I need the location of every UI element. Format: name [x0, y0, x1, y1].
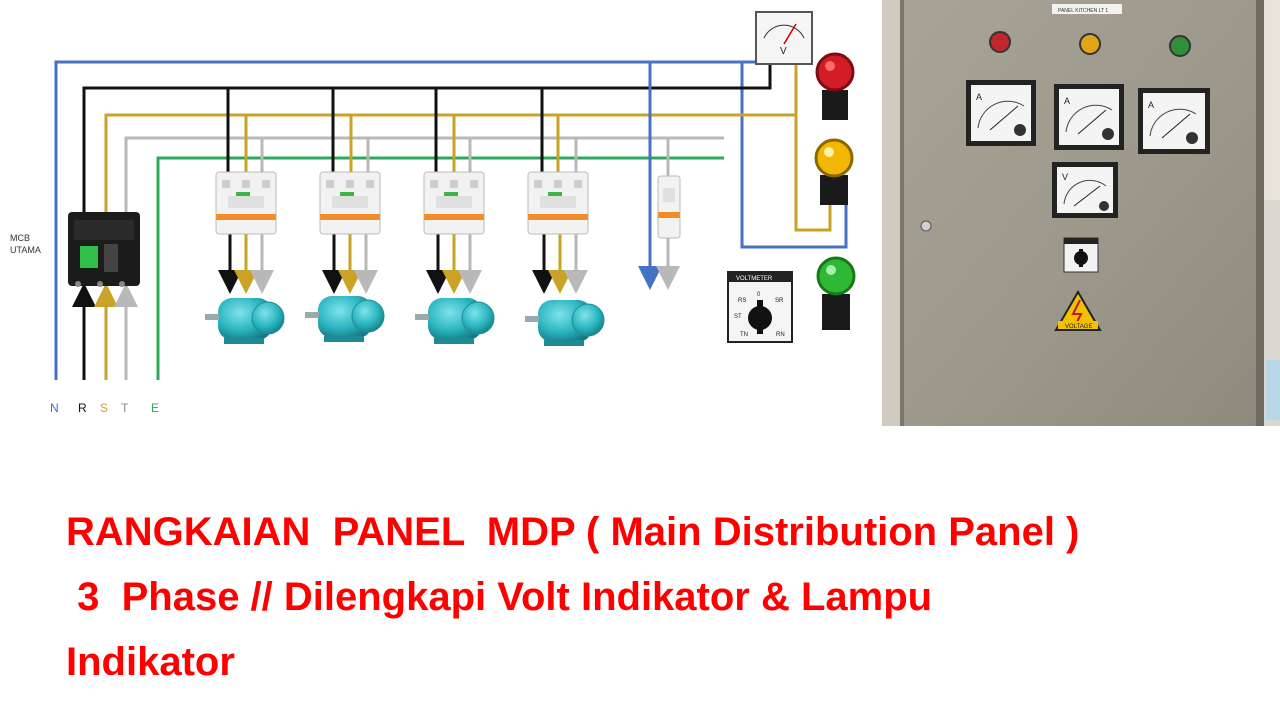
phase-label-t: T: [121, 401, 129, 415]
photo-yellow-lamp: [1079, 33, 1101, 55]
phase-r-bus-line: [82, 62, 772, 215]
photo-ammeter-2: A: [1054, 84, 1124, 150]
indicator-lamp-wire: [794, 115, 832, 232]
mcb-label-line1: MCB: [10, 233, 30, 243]
branch-4: [525, 88, 605, 346]
phase-s-bus-line: [104, 62, 798, 215]
mcb-1pole: [657, 175, 681, 239]
wiring-diagram: MCB UTAMA: [10, 11, 856, 415]
selector-pos-rn: RN: [776, 332, 785, 338]
panel-tag-text: PANEL KITCHEN LT 1: [1058, 8, 1108, 14]
warning-sign-text: VOLTAGE: [1065, 324, 1092, 330]
mcb-3pole-4: [527, 171, 589, 235]
main-mcb: [68, 212, 140, 287]
panel-photo: PANEL KITCHEN LT 1 A A A V: [882, 0, 1280, 426]
voltmeter-letter: V: [780, 46, 787, 57]
analog-voltmeter: V: [755, 11, 813, 65]
green-indicator-lamp: [816, 256, 856, 330]
phase-label-n: N: [50, 401, 59, 415]
ammeter-2-letter: A: [1064, 96, 1070, 106]
selector-pos-0: 0: [757, 292, 761, 298]
ammeter-3-letter: A: [1148, 100, 1154, 110]
mcb-3pole-1: [215, 171, 277, 235]
motor-3: [415, 298, 495, 344]
motor-4: [525, 300, 605, 346]
warning-sign: VOLTAGE: [1054, 290, 1102, 331]
phase-label-s: S: [100, 401, 108, 415]
branch-3: [415, 88, 495, 344]
phase-t-bus-line: [124, 136, 724, 215]
title-line-2: 3 Phase // Dilengkapi Volt Indikator & L…: [66, 575, 933, 619]
photo-voltmeter: V: [1052, 162, 1118, 218]
selector-pos-sr: SR: [775, 298, 784, 304]
door-lock: [920, 220, 932, 232]
ammeter-1-letter: A: [976, 92, 982, 102]
selector-pos-st: ST: [734, 314, 742, 320]
earth-bus-line: [156, 156, 724, 380]
branch-1: [205, 88, 285, 344]
branch-single-pole: [638, 62, 681, 290]
title-line-1: RANGKAIAN PANEL MDP ( Main Distribution …: [66, 510, 1080, 554]
title-line-3: Indikator: [66, 640, 235, 684]
photo-red-lamp: [989, 31, 1011, 53]
motor-2: [305, 296, 385, 342]
photo-voltmeter-letter: V: [1062, 172, 1068, 182]
panel-tag: [1052, 4, 1122, 14]
branch-2: [305, 88, 385, 342]
motor-1: [205, 298, 285, 344]
mcb-3pole-3: [423, 171, 485, 235]
photo-selector-switch: [1063, 237, 1099, 273]
phase-label-r: R: [78, 401, 87, 415]
mcb-3pole-2: [319, 171, 381, 235]
selector-pos-tn: TN: [740, 332, 748, 338]
photo-green-lamp: [1169, 35, 1191, 57]
photo-ammeter-1: A: [966, 80, 1036, 146]
bus-lines: [54, 60, 848, 380]
yellow-indicator-lamp: [814, 138, 854, 205]
selector-pos-rs: RS: [738, 298, 746, 304]
red-indicator-lamp: [815, 52, 855, 120]
photo-ammeter-3: A: [1138, 88, 1210, 154]
selector-title: VOLTMETER: [736, 276, 773, 282]
input-arrows: [72, 283, 138, 380]
phase-label-e: E: [151, 401, 159, 415]
slide-title: RANGKAIAN PANEL MDP ( Main Distribution …: [66, 500, 1256, 695]
voltmeter-selector-switch: VOLTMETER 0 RS SR ST TN RN: [727, 271, 793, 343]
mcb-label-line2: UTAMA: [10, 245, 41, 255]
neutral-bus-line: [54, 60, 848, 380]
